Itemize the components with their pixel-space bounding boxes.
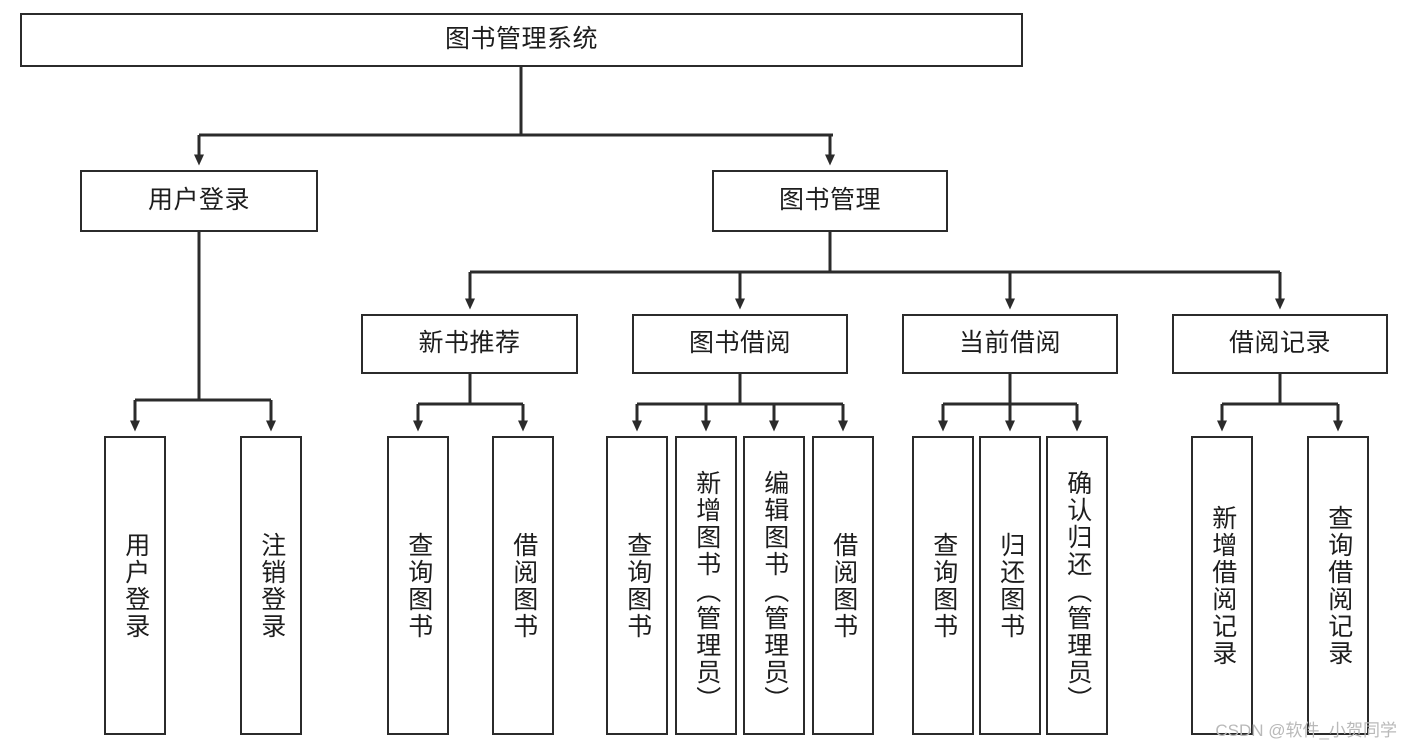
node-label: 新增借阅记录 <box>1208 504 1237 667</box>
leaf-logout[interactable]: 注销登录 <box>240 436 302 735</box>
node-label: 归还图书 <box>996 531 1025 640</box>
node-label: 查询图书 <box>929 531 958 640</box>
node-label: 查询图书 <box>623 531 652 640</box>
node-label: 用户登录 <box>147 186 250 215</box>
node-label: 借阅图书 <box>509 531 538 640</box>
leaf-edit-book-admin[interactable]: 编辑图书（管理员） <box>743 436 805 735</box>
node-label: 新增图书（管理员） <box>692 470 721 713</box>
node-label: 图书管理系统 <box>444 25 598 54</box>
leaf-query-borrow-record[interactable]: 查询借阅记录 <box>1307 436 1369 735</box>
node-label: 新书推荐 <box>418 329 521 358</box>
node-label: 编辑图书（管理员） <box>760 470 789 713</box>
node-book-management[interactable]: 图书管理 <box>712 170 948 232</box>
leaf-user-login[interactable]: 用户登录 <box>104 436 166 735</box>
node-current-borrow[interactable]: 当前借阅 <box>902 314 1118 374</box>
node-user-login[interactable]: 用户登录 <box>80 170 318 232</box>
leaf-confirm-return-admin[interactable]: 确认归还（管理员） <box>1046 436 1108 735</box>
node-label: 查询图书 <box>404 531 433 640</box>
node-borrow-record[interactable]: 借阅记录 <box>1172 314 1388 374</box>
node-label: 用户登录 <box>121 531 150 640</box>
leaf-return-book[interactable]: 归还图书 <box>979 436 1041 735</box>
watermark-text: CSDN @软件_小贺同学 <box>1215 721 1397 740</box>
leaf-borrow-book-newbook[interactable]: 借阅图书 <box>492 436 554 735</box>
leaf-query-book-newbook[interactable]: 查询图书 <box>387 436 449 735</box>
node-label: 当前借阅 <box>958 329 1061 358</box>
leaf-query-book-current[interactable]: 查询图书 <box>912 436 974 735</box>
node-label: 确认归还（管理员） <box>1063 470 1092 713</box>
leaf-query-book-borrow[interactable]: 查询图书 <box>606 436 668 735</box>
node-root-system[interactable]: 图书管理系统 <box>20 13 1023 67</box>
node-label: 查询借阅记录 <box>1324 504 1353 667</box>
node-label: 图书管理 <box>778 186 881 215</box>
leaf-add-book-admin[interactable]: 新增图书（管理员） <box>675 436 737 735</box>
node-label: 注销登录 <box>257 531 286 640</box>
node-label: 借阅图书 <box>829 531 858 640</box>
node-label: 借阅记录 <box>1228 329 1331 358</box>
node-label: 图书借阅 <box>688 329 791 358</box>
leaf-borrow-book[interactable]: 借阅图书 <box>812 436 874 735</box>
node-book-borrow[interactable]: 图书借阅 <box>632 314 848 374</box>
leaf-add-borrow-record[interactable]: 新增借阅记录 <box>1191 436 1253 735</box>
node-new-book-recommend[interactable]: 新书推荐 <box>361 314 578 374</box>
